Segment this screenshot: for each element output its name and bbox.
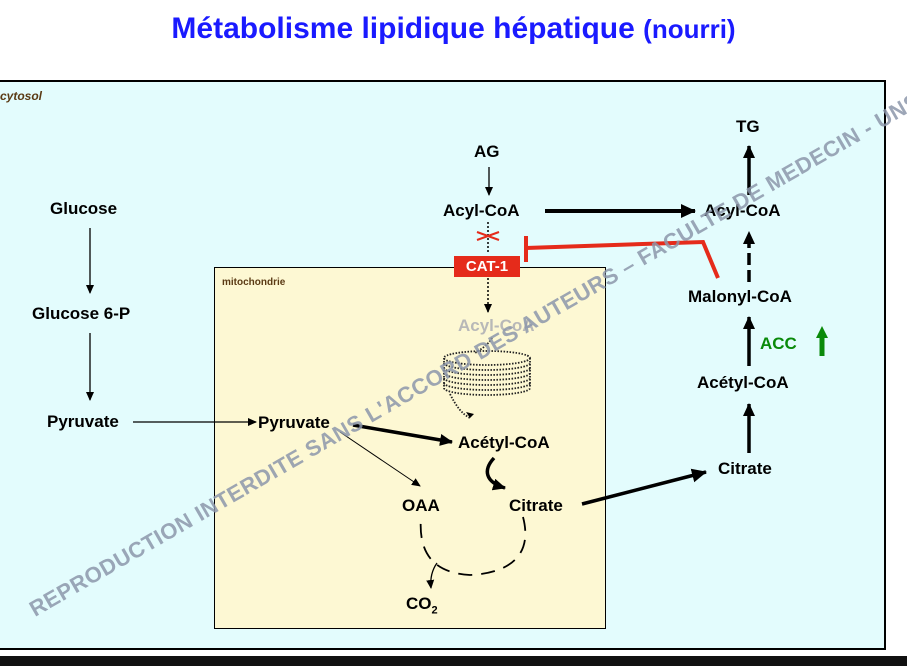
arrow-citrate-export [581,468,707,506]
acc-enzyme-label: ACC [760,334,797,353]
pyruvate-mito-label: Pyruvate [258,413,330,432]
ag-label: AG [474,142,500,161]
glucose-label: Glucose [50,199,118,218]
title-main: Métabolisme lipidique hépatique [171,12,635,45]
oaa-label: OAA [402,496,440,515]
acylcoa-cytosol-label: Acyl-CoA [443,201,520,220]
pyruvate-cytosol-label: Pyruvate [47,412,119,431]
citrate-right-label: Citrate [718,459,772,478]
title-qualifier: (nourri) [643,14,736,44]
arrow-acetylcoa-citrate [485,456,506,491]
beta-oxidation-spiral [443,337,531,419]
mitochondria-compartment [214,267,606,629]
arrow-pyruvate-oaa [339,431,421,487]
bottom-bar [0,656,907,666]
cat1-block-mark [476,231,500,241]
co2-label: CO2 [406,594,438,617]
acetylcoa-mito-label: Acétyl-CoA [458,433,550,452]
tca-cycle [419,516,527,576]
citrate-mito-label: Citrate [509,496,563,515]
page-title: Métabolisme lipidique hépatique (nourri) [0,12,907,46]
mitochondria-label: mitochondrie [222,277,286,288]
cat1-transporter: CAT-1 [454,256,520,277]
cytosol-label: cytosol [0,89,43,103]
acetylcoa-right-label: Acétyl-CoA [697,373,789,392]
malonylcoa-label: Malonyl-CoA [688,287,792,306]
arrow-tca-co2 [426,562,438,589]
malonylcoa-inhibition [525,239,720,279]
glucose6p-label: Glucose 6-P [32,304,131,323]
acylcoa-mito-label: Acyl-CoA [458,316,535,335]
acylcoa-right-label: Acyl-CoA [704,201,781,220]
arrow-pyruvate-acetylcoa [352,423,453,446]
tg-label: TG [736,117,760,136]
